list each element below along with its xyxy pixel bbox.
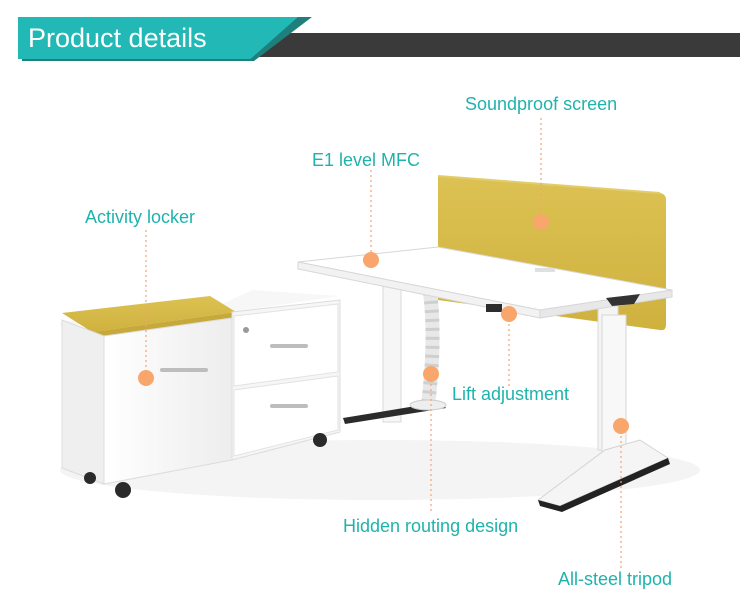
activity-locker-cabinet xyxy=(60,290,341,498)
marker-activity-locker xyxy=(138,370,154,386)
cable-spine xyxy=(409,291,447,411)
callout-activity-locker: Activity locker xyxy=(85,207,196,227)
marker-lift-adjustment xyxy=(501,306,517,322)
marker-hidden-routing xyxy=(423,366,439,382)
page-title: Product details xyxy=(18,17,298,59)
marker-e1-level-mfc xyxy=(363,252,379,268)
callout-all-steel-tripod: All-steel tripod xyxy=(558,569,673,589)
header-bar xyxy=(245,33,740,57)
marker-soundproof-screen xyxy=(533,214,549,230)
desk-leg-front xyxy=(536,314,670,512)
callout-e1-level-mfc: E1 level MFC xyxy=(312,150,421,170)
callout-soundproof-screen: Soundproof screen xyxy=(465,94,618,114)
callout-hidden-routing-design: Hidden routing design xyxy=(343,516,519,536)
leader-lines xyxy=(145,118,622,568)
desk-top xyxy=(297,246,673,319)
marker-all-steel-tripod xyxy=(613,418,629,434)
callout-lift-adjustment: Lift adjustment xyxy=(452,384,570,404)
